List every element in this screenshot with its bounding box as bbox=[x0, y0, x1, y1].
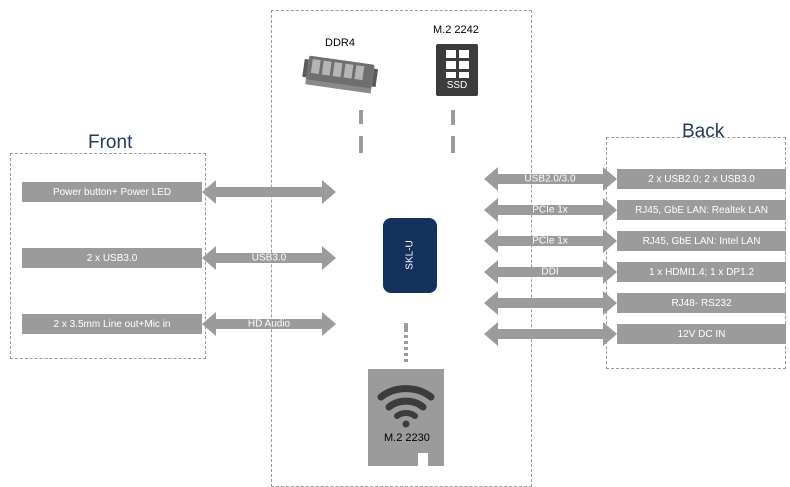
cpu-chip bbox=[383, 218, 437, 293]
bus-label-usb2-3: USB2.0/3.0 bbox=[524, 173, 576, 185]
front-item-usb: 2 x USB3.0 bbox=[22, 248, 202, 268]
ssd-connector bbox=[451, 110, 455, 153]
back-item-dc-in: 12V DC IN bbox=[617, 324, 786, 344]
back-item-intel-lan: RJ45, GbE LAN: Intel LAN bbox=[617, 231, 786, 251]
bus-label-usb3: USB3.0 bbox=[251, 252, 287, 264]
m2-2242-label: M.2 2242 bbox=[433, 24, 479, 36]
m2-2230-label: M.2 2230 bbox=[384, 432, 430, 444]
back-arrow-intel bbox=[484, 229, 617, 253]
ddr4-connector bbox=[359, 110, 363, 153]
back-arrow-dc bbox=[484, 322, 617, 346]
back-arrow-usb bbox=[484, 167, 617, 191]
back-item-usb: 2 x USB2.0; 2 x USB3.0 bbox=[617, 169, 786, 189]
bus-label-hd-audio: HD Audio bbox=[247, 318, 291, 330]
ddr4-label: DDR4 bbox=[325, 37, 355, 49]
wifi-connector bbox=[404, 323, 408, 362]
back-arrow-realtek bbox=[484, 198, 617, 222]
back-item-rs232: RJ48- RS232 bbox=[617, 293, 786, 313]
bus-label-pcie-intel: PCIe 1x bbox=[532, 235, 568, 247]
back-item-display: 1 x HDMI1.4; 1 x DP1.2 bbox=[617, 262, 786, 282]
cpu-label: SKL-U bbox=[404, 240, 416, 270]
back-title: Back bbox=[682, 121, 725, 142]
back-panel-region bbox=[606, 137, 786, 369]
wifi-card bbox=[368, 369, 444, 466]
front-item-audio: 2 x 3.5mm Line out+Mic in bbox=[22, 314, 202, 334]
back-arrow-ddi bbox=[484, 260, 617, 284]
front-arrow-usb bbox=[202, 246, 336, 270]
bus-label-pcie-realtek: PCIe 1x bbox=[532, 204, 568, 216]
ssd-icon bbox=[436, 44, 478, 96]
front-arrow-power bbox=[202, 180, 336, 204]
front-title: Front bbox=[88, 132, 133, 153]
back-arrow-rs232 bbox=[484, 291, 617, 315]
memory-module-icon bbox=[302, 55, 379, 94]
wifi-icon bbox=[377, 385, 435, 428]
front-item-power: Power button+ Power LED bbox=[22, 182, 202, 202]
front-arrow-audio bbox=[202, 312, 336, 336]
ssd-icon-text: SSD bbox=[446, 80, 468, 91]
bus-label-ddi: DDI bbox=[541, 266, 559, 278]
back-item-realtek-lan: RJ45, GbE LAN: Realtek LAN bbox=[617, 200, 786, 220]
